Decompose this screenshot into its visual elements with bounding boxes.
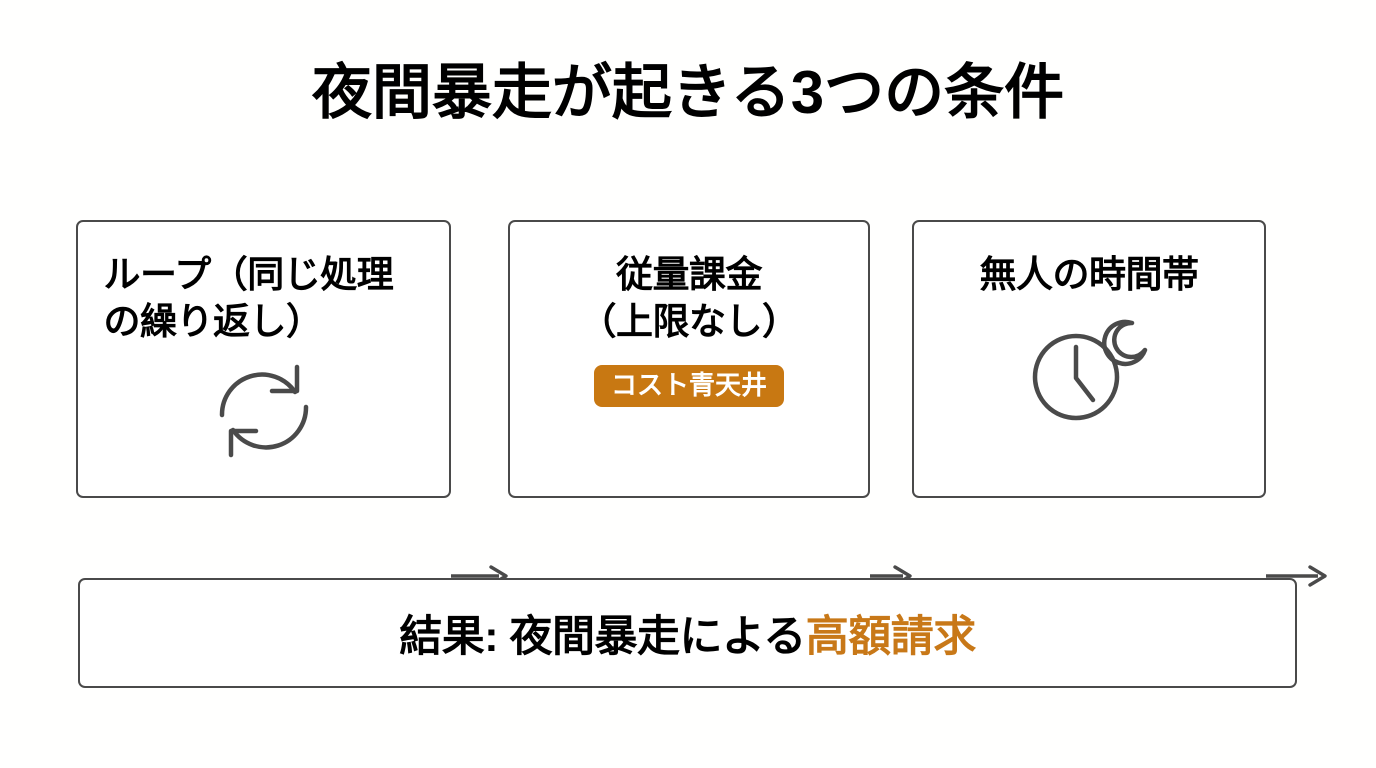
arrow-box3-to-result: [1266, 563, 1328, 589]
flow-diagram: ループ（同じ処理の繰り返し） 従量課金 （上限なし） コスト青天井 無人の時間帯: [0, 220, 1376, 587]
flow-box-metered-billing[interactable]: 従量課金 （上限なし） コスト青天井: [508, 220, 870, 498]
clock-moon-icon: [1026, 315, 1152, 432]
result-text: 結果: 夜間暴走による高額請求: [399, 602, 977, 664]
flow-box-loop-label: ループ（同じ処理の繰り返し）: [103, 254, 394, 342]
flow-box-metered-billing-label-line1: 従量課金: [616, 254, 763, 295]
result-highlight: 高額請求: [805, 613, 977, 661]
flow-box-loop[interactable]: ループ（同じ処理の繰り返し）: [76, 220, 451, 498]
flow-box-unattended-hours-label: 無人の時間帯: [979, 254, 1200, 295]
result-banner[interactable]: 結果: 夜間暴走による高額請求: [78, 578, 1297, 688]
flow-box-metered-billing-label: 従量課金 （上限なし）: [579, 252, 800, 345]
page-title: 夜間暴走が起きる3つの条件: [311, 59, 1065, 126]
flow-box-unattended-hours[interactable]: 無人の時間帯: [912, 220, 1266, 498]
flow-box-metered-billing-label-line2: （上限なし）: [579, 300, 800, 342]
loop-refresh-icon: [210, 359, 318, 468]
result-prefix: 結果: 夜間暴走による: [399, 613, 806, 661]
cost-unlimited-badge: コスト青天井: [593, 365, 784, 408]
